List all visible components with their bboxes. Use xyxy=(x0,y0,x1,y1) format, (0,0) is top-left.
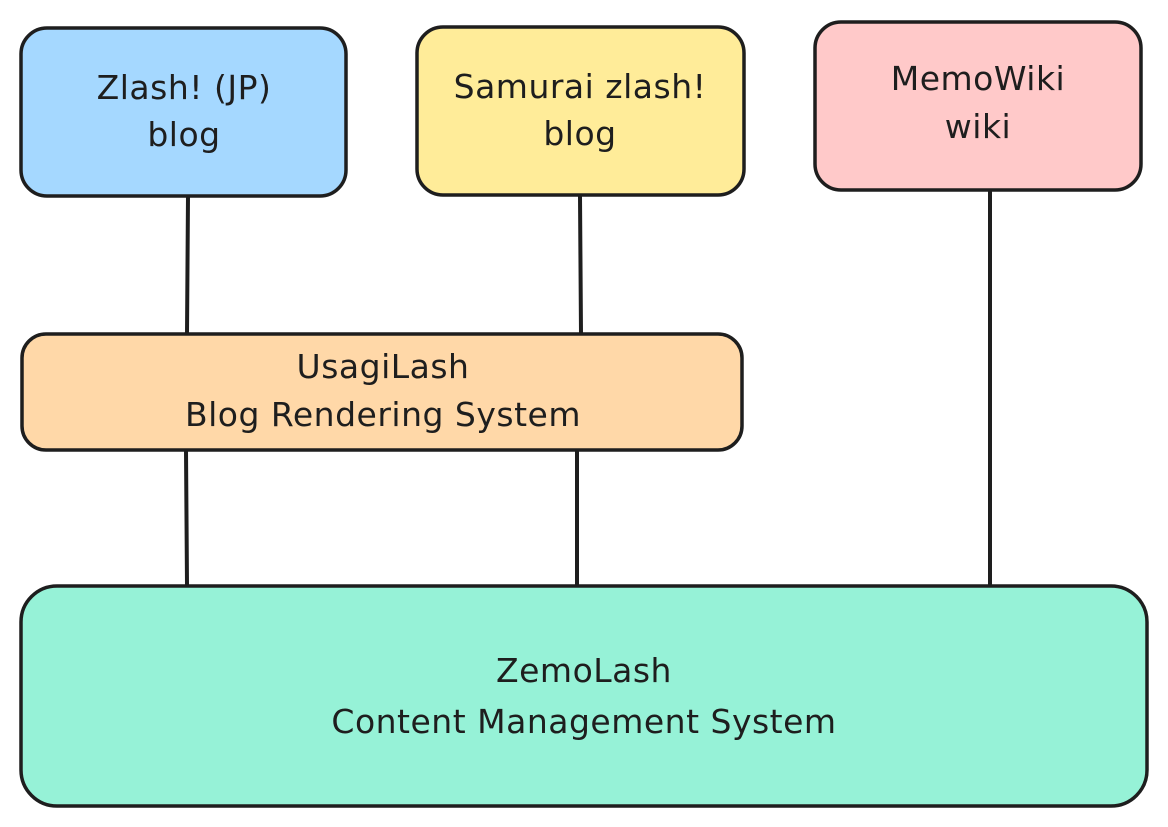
node-memowiki-subtitle: wiki xyxy=(945,107,1011,146)
node-zlash-jp-blog: Zlash! (JP) blog xyxy=(19,26,348,198)
connector-zlash-jp-to-usagilash xyxy=(185,194,190,336)
node-zemolash-title: ZemoLash xyxy=(496,651,672,690)
node-samurai-zlash-blog: Samurai zlash! blog xyxy=(415,25,746,197)
node-zlash-jp-box xyxy=(19,26,348,198)
node-zemolash-subtitle: Content Management System xyxy=(331,702,836,741)
node-usagilash-box xyxy=(20,332,744,452)
node-zemolash: ZemoLash Content Management System xyxy=(19,584,1149,808)
node-zlash-jp-subtitle: blog xyxy=(147,115,220,154)
node-samurai-zlash-subtitle: blog xyxy=(543,114,616,153)
node-zemolash-box xyxy=(19,584,1149,808)
node-memowiki-box xyxy=(813,20,1143,192)
connector-usagilash-left-to-zemolash xyxy=(184,448,189,587)
node-samurai-zlash-title: Samurai zlash! xyxy=(454,67,707,106)
node-memowiki-wiki: MemoWiki wiki xyxy=(813,20,1143,192)
connector-samurai-zlash-to-usagilash xyxy=(578,194,583,336)
node-usagilash-title: UsagiLash xyxy=(297,347,470,386)
node-usagilash: UsagiLash Blog Rendering System xyxy=(20,332,744,452)
node-memowiki-title: MemoWiki xyxy=(891,59,1065,98)
node-zlash-jp-title: Zlash! (JP) xyxy=(97,68,272,107)
node-samurai-zlash-box xyxy=(415,25,746,197)
node-usagilash-subtitle: Blog Rendering System xyxy=(185,395,581,434)
